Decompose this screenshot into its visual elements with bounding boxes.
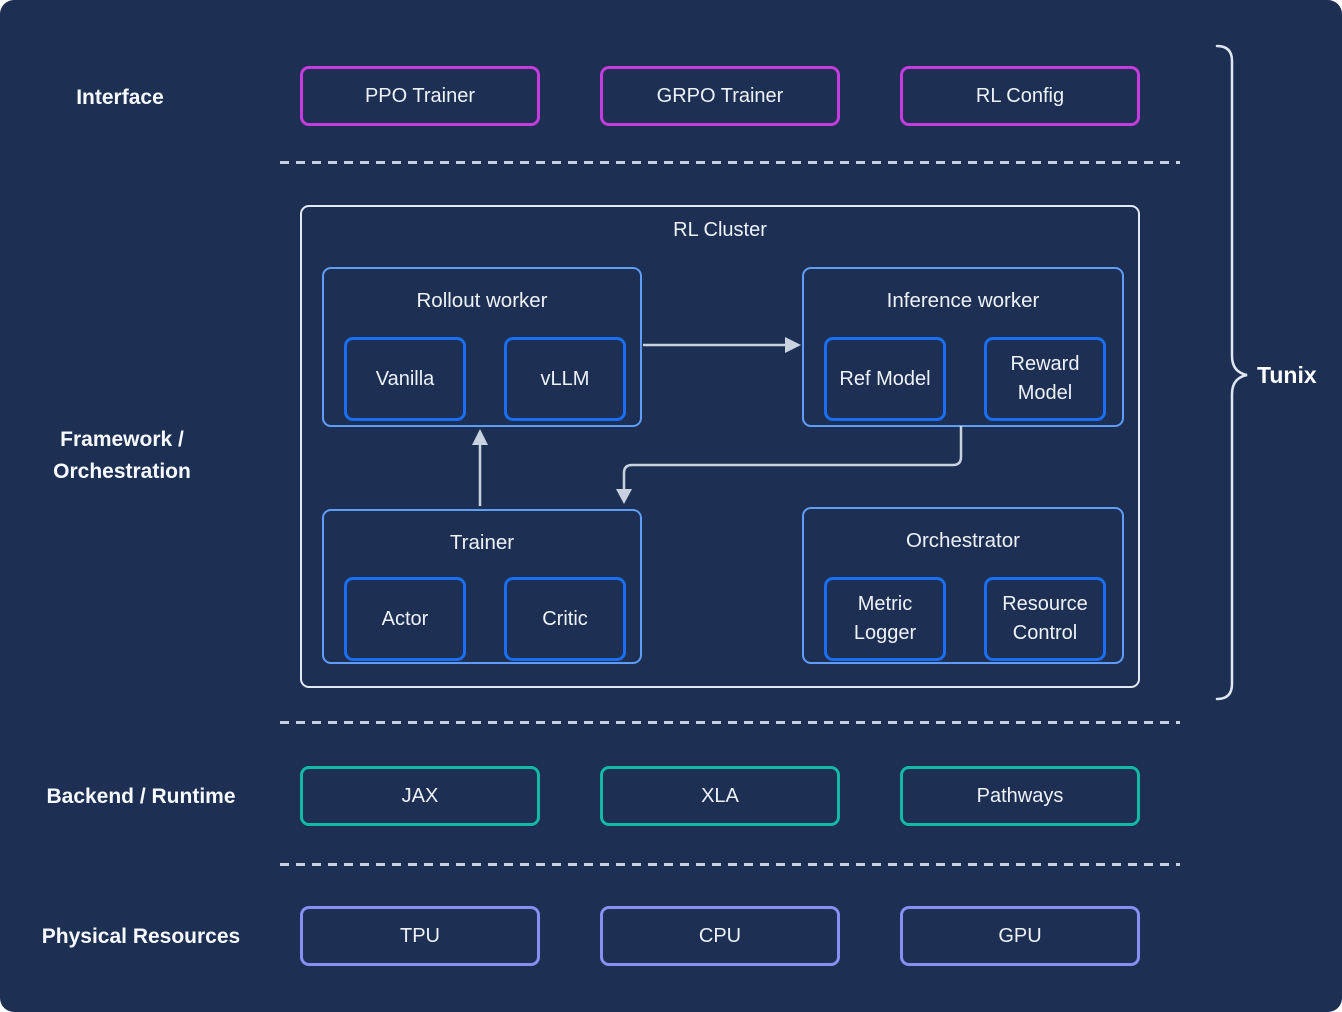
item-actor: Actor (344, 577, 466, 661)
box-rl-config-label: RL Config (975, 84, 1065, 107)
item-actor-label: Actor (381, 607, 429, 630)
separator-interface-framework (280, 161, 1180, 164)
box-pathways: Pathways (900, 766, 1140, 826)
item-resource-control: Resource Control (984, 577, 1106, 661)
layer-label-physical: Physical Resources (41, 925, 241, 948)
box-ppo-trainer: PPO Trainer (300, 66, 540, 126)
box-rl-config: RL Config (900, 66, 1140, 126)
item-vllm-label: vLLM (540, 367, 590, 390)
box-tpu: TPU (300, 906, 540, 966)
box-pathways-label: Pathways (976, 784, 1064, 807)
box-xla: XLA (600, 766, 840, 826)
group-rollout-worker-title: Rollout worker (416, 289, 548, 312)
item-reward-model-label: Reward Model (1010, 353, 1080, 404)
box-cpu: CPU (600, 906, 840, 966)
layer-label-interface: Interface (76, 86, 164, 109)
box-cpu-label: CPU (698, 924, 742, 947)
separator-backend-physical (280, 863, 1180, 866)
rl-cluster-title: RL Cluster (673, 219, 767, 241)
brand-label: Tunix (1257, 362, 1317, 388)
box-jax-label: JAX (401, 784, 439, 807)
group-orchestrator: Orchestrator Metric Logger Resource Cont… (802, 507, 1124, 664)
box-gpu-label: GPU (998, 924, 1042, 947)
item-critic: Critic (504, 577, 626, 661)
box-jax: JAX (300, 766, 540, 826)
rl-cluster: RL Cluster Rollout worker Vanilla vLLM I… (300, 205, 1140, 688)
box-gpu: GPU (900, 906, 1140, 966)
item-reward-model: Reward Model (984, 337, 1106, 421)
box-ppo-trainer-label: PPO Trainer (364, 84, 476, 107)
group-inference-worker: Inference worker Ref Model Reward Model (802, 267, 1124, 427)
group-trainer-title: Trainer (449, 531, 515, 554)
item-metric-logger: Metric Logger (824, 577, 946, 661)
box-xla-label: XLA (701, 784, 739, 807)
layer-label-backend: Backend / Runtime (46, 785, 236, 808)
item-resource-control-label: Resource Control (1002, 593, 1088, 644)
group-orchestrator-title: Orchestrator (906, 529, 1020, 552)
item-critic-label: Critic (542, 607, 588, 630)
item-ref-model: Ref Model (824, 337, 946, 421)
item-vanilla: Vanilla (344, 337, 466, 421)
box-grpo-trainer: GRPO Trainer (600, 66, 840, 126)
separator-framework-backend (280, 721, 1180, 724)
layer-label-framework: Framework / Orchestration (53, 428, 191, 483)
group-inference-worker-title: Inference worker (886, 289, 1040, 312)
box-grpo-trainer-label: GRPO Trainer (656, 84, 784, 107)
curly-brace-icon (1215, 44, 1248, 701)
item-vllm: vLLM (504, 337, 626, 421)
box-tpu-label: TPU (400, 924, 440, 947)
item-metric-logger-label: Metric Logger (853, 593, 917, 644)
group-rollout-worker: Rollout worker Vanilla vLLM (322, 267, 642, 427)
item-vanilla-label: Vanilla (375, 367, 435, 390)
group-trainer: Trainer Actor Critic (322, 509, 642, 664)
item-ref-model-label: Ref Model (839, 367, 931, 390)
